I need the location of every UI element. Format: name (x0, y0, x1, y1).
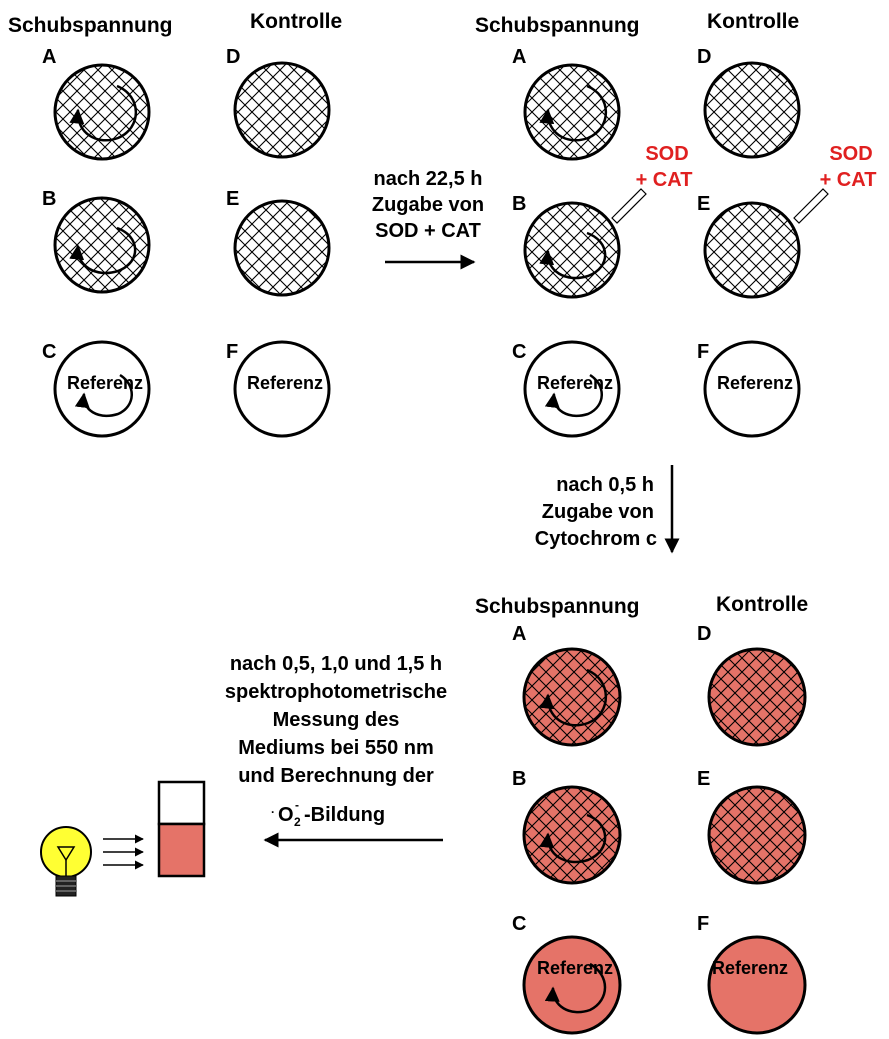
well-f: F Referenz (226, 340, 331, 438)
well-d: D (697, 623, 807, 747)
step-add-sod-cat: nach 22,5 h Zugabe von SOD + CAT (372, 168, 484, 270)
well-label-a: A (512, 623, 526, 645)
well-c: C Referenz (42, 340, 151, 438)
step2-line1: nach 0,5 h (556, 474, 654, 496)
rotation-arrow-icon (69, 226, 137, 275)
well-label-b: B (512, 193, 526, 215)
well-e: E (226, 188, 331, 297)
rotation-arrow-icon (544, 962, 607, 1014)
rotation-arrow-icon (539, 84, 608, 142)
cat-label-right: + CAT (820, 169, 877, 191)
well-b: B (42, 188, 151, 294)
step-add-cytochrome: nach 0,5 h Zugabe von Cytochrom c (535, 465, 680, 554)
step1-line2: Zugabe von (372, 194, 484, 216)
superoxide-symbol: O (278, 804, 294, 826)
superoxide-charge: - (295, 798, 299, 812)
well-c: C Referenz (512, 913, 622, 1035)
lightbulb-icon (40, 826, 92, 897)
formation-label: -Bildung (304, 804, 385, 826)
panel-after-cytochrome: Schubspannung Kontrolle A B C Referenz D… (475, 593, 808, 1035)
well-label-d: D (226, 46, 240, 68)
rotation-arrow-icon (74, 373, 133, 417)
well-label-f: F (226, 341, 238, 363)
reference-label: Referenz (537, 958, 613, 978)
cat-label-left: + CAT (636, 169, 693, 191)
step1-line3: SOD + CAT (375, 220, 481, 242)
light-ray-icon (103, 834, 144, 870)
pipette-icon (793, 188, 829, 224)
well-label-b: B (42, 188, 56, 210)
well-label-a: A (512, 46, 526, 68)
well-label-e: E (226, 188, 239, 210)
step2-line2: Zugabe von (542, 501, 654, 523)
rotation-arrow-icon (539, 668, 608, 727)
step3-line5: und Berechnung der (238, 765, 434, 787)
well-label-b: B (512, 768, 526, 790)
pipette-icon (611, 188, 647, 224)
step3-line4: Mediums bei 550 nm (238, 737, 434, 759)
well-b: B (512, 768, 622, 885)
step-measurement: nach 0,5, 1,0 und 1,5 h spektrophotometr… (225, 653, 447, 848)
step1-line1: nach 22,5 h (374, 168, 483, 190)
step3-line3: Messung des (273, 709, 400, 731)
well-label-e: E (697, 193, 710, 215)
header-control: Kontrolle (707, 10, 799, 33)
step3-line2: spektrophotometrische (225, 681, 447, 703)
reference-label: Referenz (247, 373, 323, 393)
sod-label-left: SOD (645, 143, 688, 165)
cuvette-icon (157, 780, 206, 878)
sod-label-right: SOD (829, 143, 872, 165)
radical-dot: · (271, 805, 275, 819)
reference-label: Referenz (712, 958, 788, 978)
well-e: E (697, 768, 807, 885)
well-label-d: D (697, 623, 711, 645)
panel-after-sod-cat: Schubspannung Kontrolle A B C Referenz D (475, 10, 877, 438)
well-f: F Referenz (697, 913, 807, 1035)
well-b: B (512, 188, 647, 299)
well-label-f: F (697, 341, 709, 363)
header-shear-stress: Schubspannung (475, 14, 640, 37)
well-label-d: D (697, 46, 711, 68)
well-label-c: C (42, 341, 56, 363)
well-d: D (226, 46, 331, 159)
rotation-arrow-icon (539, 231, 607, 280)
well-a: A (512, 623, 622, 747)
rotation-arrow-icon (544, 373, 603, 417)
reference-label: Referenz (717, 373, 793, 393)
well-label-a: A (42, 46, 56, 68)
well-a: A (42, 46, 151, 161)
well-f: F Referenz (697, 340, 801, 438)
well-a: A (512, 46, 621, 161)
header-control: Kontrolle (716, 593, 808, 616)
rotation-arrow-icon (69, 84, 138, 142)
header-shear-stress: Schubspannung (8, 14, 173, 37)
header-shear-stress: Schubspannung (475, 595, 640, 618)
header-control: Kontrolle (250, 10, 342, 33)
panel-initial: Schubspannung Kontrolle A B C Referenz D (8, 10, 342, 438)
well-c: C Referenz (512, 340, 621, 438)
superoxide-subscript: 2 (294, 815, 301, 829)
well-label-c: C (512, 913, 526, 935)
well-label-f: F (697, 913, 709, 935)
rotation-arrow-icon (539, 813, 607, 864)
well-d: D (697, 46, 801, 159)
well-label-c: C (512, 341, 526, 363)
well-e: E (697, 188, 829, 299)
step3-line1: nach 0,5, 1,0 und 1,5 h (230, 653, 442, 675)
step2-line3: Cytochrom c (535, 528, 657, 550)
well-label-e: E (697, 768, 710, 790)
